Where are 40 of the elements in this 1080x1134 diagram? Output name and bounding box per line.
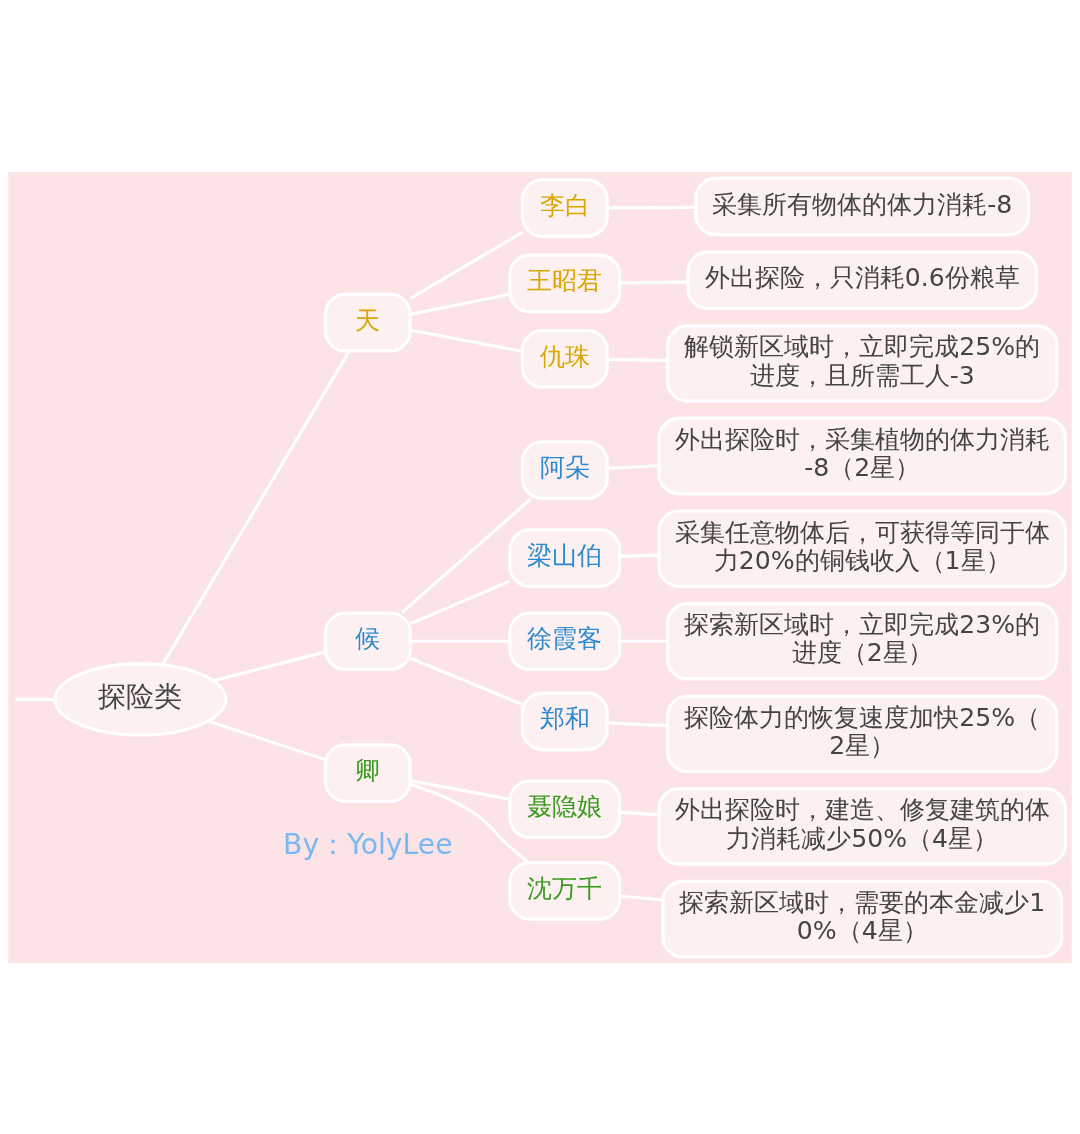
node-box: 梁山伯	[508, 527, 622, 588]
connector	[410, 778, 510, 801]
connector	[213, 649, 326, 682]
node-box: 解锁新区域时，立即完成25%的进度，且所需工人-3	[666, 323, 1059, 403]
connector	[620, 810, 659, 816]
node-box: 徐霞客	[508, 610, 622, 671]
node-box: 探索新区域时，需要的本金减少10%（4星）	[661, 879, 1064, 958]
node-box: 王昭君	[508, 253, 622, 313]
node-box: 外出探险，只消耗0.6份粮草	[686, 249, 1038, 310]
connector	[207, 719, 326, 761]
connector	[607, 357, 668, 362]
node-box: 郑和	[520, 691, 609, 751]
connector	[620, 893, 663, 902]
node-ellipse: 探险类	[53, 661, 228, 737]
node-box: 仇珠	[520, 328, 609, 389]
connector	[410, 328, 523, 353]
connector	[409, 579, 511, 625]
node-box: 李白	[520, 177, 609, 238]
node-box: 采集所有物体的体力消耗-8	[694, 176, 1031, 236]
node-box: 阿朵	[520, 439, 609, 500]
node-box: 沈万千	[508, 860, 622, 921]
connector	[620, 553, 659, 558]
label: By：YolyLee	[283, 827, 453, 861]
node-box: 聂隐娘	[508, 778, 622, 839]
connector	[400, 497, 532, 614]
node-box: 卿	[323, 742, 412, 803]
connector	[409, 230, 523, 300]
connector	[161, 349, 351, 665]
node-box: 探险体力的恢复速度加快25%（2星）	[666, 694, 1059, 773]
connector	[607, 463, 659, 470]
connector	[410, 292, 510, 316]
node-box: 外出探险时，采集植物的体力消耗-8（2星）	[657, 416, 1068, 495]
connector	[410, 782, 529, 863]
node-box: 天	[323, 292, 412, 352]
node-box: 采集任意物体后，可获得等同于体力20%的铜钱收入（1星）	[657, 508, 1068, 588]
node-box: 外出探险时，建造、修复建筑的体力消耗减少50%（4星）	[657, 786, 1068, 866]
node-box: 探索新区域时，立即完成23%的进度（2星）	[666, 601, 1059, 680]
node-box: 候	[323, 610, 412, 671]
connector	[409, 656, 523, 706]
connector	[607, 721, 668, 727]
